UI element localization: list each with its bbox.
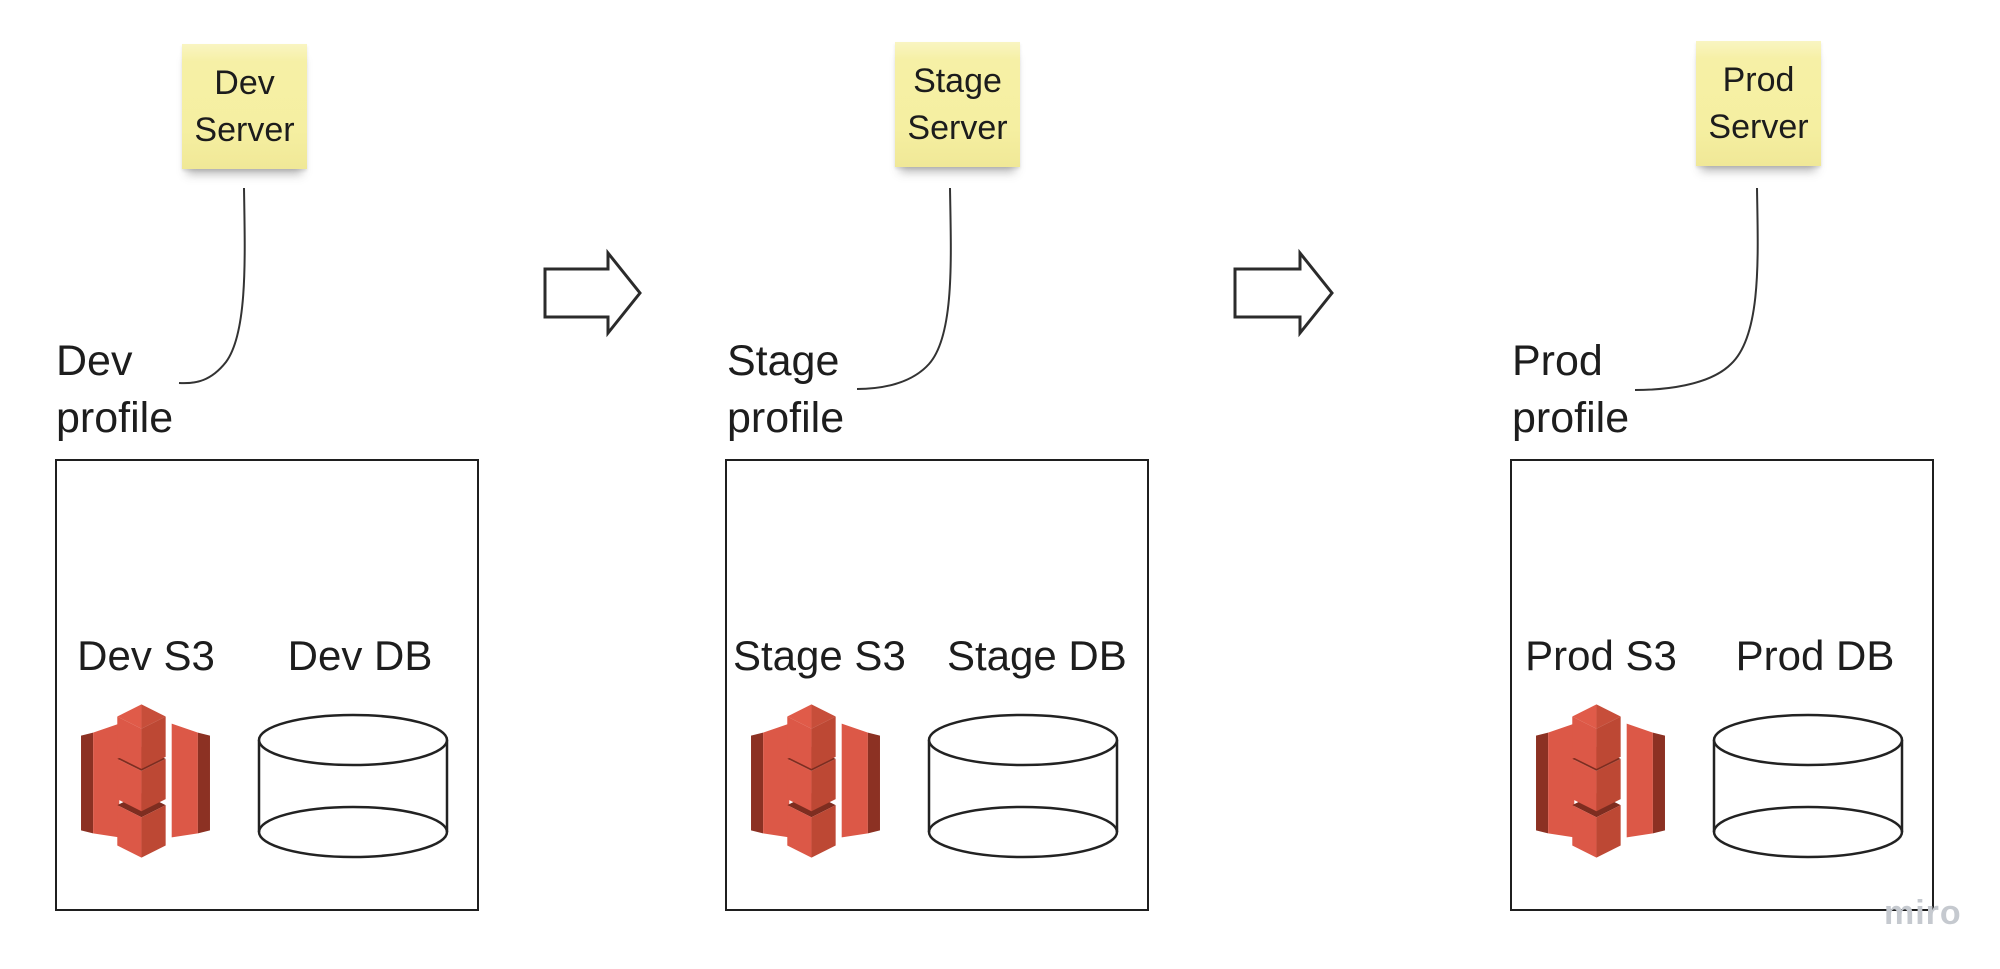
stage-server-sticky-note[interactable]: Stage Server bbox=[895, 42, 1020, 167]
database-cylinder-icon[interactable] bbox=[926, 713, 1120, 859]
dev-environment-box[interactable]: Dev S3 Dev DB bbox=[55, 459, 479, 911]
aws-s3-icon[interactable] bbox=[79, 702, 212, 860]
prod-environment-group: Prod Server Prod profile Prod S3 Prod DB bbox=[1510, 0, 1934, 969]
connector-line[interactable] bbox=[1634, 187, 1759, 391]
sticky-note-text: Dev bbox=[214, 63, 275, 102]
dev-db-label[interactable]: Dev DB bbox=[287, 632, 433, 679]
aws-s3-icon[interactable] bbox=[1534, 702, 1667, 860]
stage-environment-group: Stage Server Stage profile Stage S3 Stag… bbox=[725, 0, 1149, 969]
dev-environment-group: Dev Server Dev profile Dev S3 Dev DB bbox=[55, 0, 479, 969]
prod-profile-label[interactable]: Prod profile bbox=[1512, 337, 1630, 442]
sticky-note-text: Server bbox=[1708, 107, 1809, 146]
prod-s3-label[interactable]: Prod S3 bbox=[1525, 632, 1677, 679]
prod-server-sticky-note[interactable]: Prod Server bbox=[1696, 41, 1821, 166]
sticky-note-text: Server bbox=[907, 108, 1008, 147]
database-cylinder-icon[interactable] bbox=[1711, 713, 1905, 859]
prod-environment-box[interactable]: Prod S3 Prod DB bbox=[1510, 459, 1934, 911]
stage-s3-label[interactable]: Stage S3 bbox=[733, 632, 906, 679]
sticky-note-text: Stage bbox=[913, 61, 1002, 100]
dev-s3-label[interactable]: Dev S3 bbox=[77, 632, 215, 679]
dev-server-sticky-note[interactable]: Dev Server bbox=[182, 44, 307, 169]
block-arrow-icon[interactable] bbox=[1233, 248, 1334, 338]
connector-line[interactable] bbox=[856, 187, 952, 390]
stage-profile-label[interactable]: Stage profile bbox=[727, 337, 845, 442]
dev-profile-label[interactable]: Dev profile bbox=[56, 337, 174, 442]
miro-watermark: miro bbox=[1884, 894, 1962, 932]
sticky-note-text: Prod bbox=[1722, 60, 1795, 99]
database-cylinder-icon[interactable] bbox=[256, 713, 450, 859]
prod-db-label[interactable]: Prod DB bbox=[1735, 632, 1895, 679]
stage-environment-box[interactable]: Stage S3 Stage DB bbox=[725, 459, 1149, 911]
connector-line[interactable] bbox=[178, 187, 246, 385]
aws-s3-icon[interactable] bbox=[749, 702, 882, 860]
block-arrow-icon[interactable] bbox=[543, 248, 642, 338]
stage-db-label[interactable]: Stage DB bbox=[947, 632, 1127, 679]
sticky-note-text: Server bbox=[194, 110, 295, 149]
